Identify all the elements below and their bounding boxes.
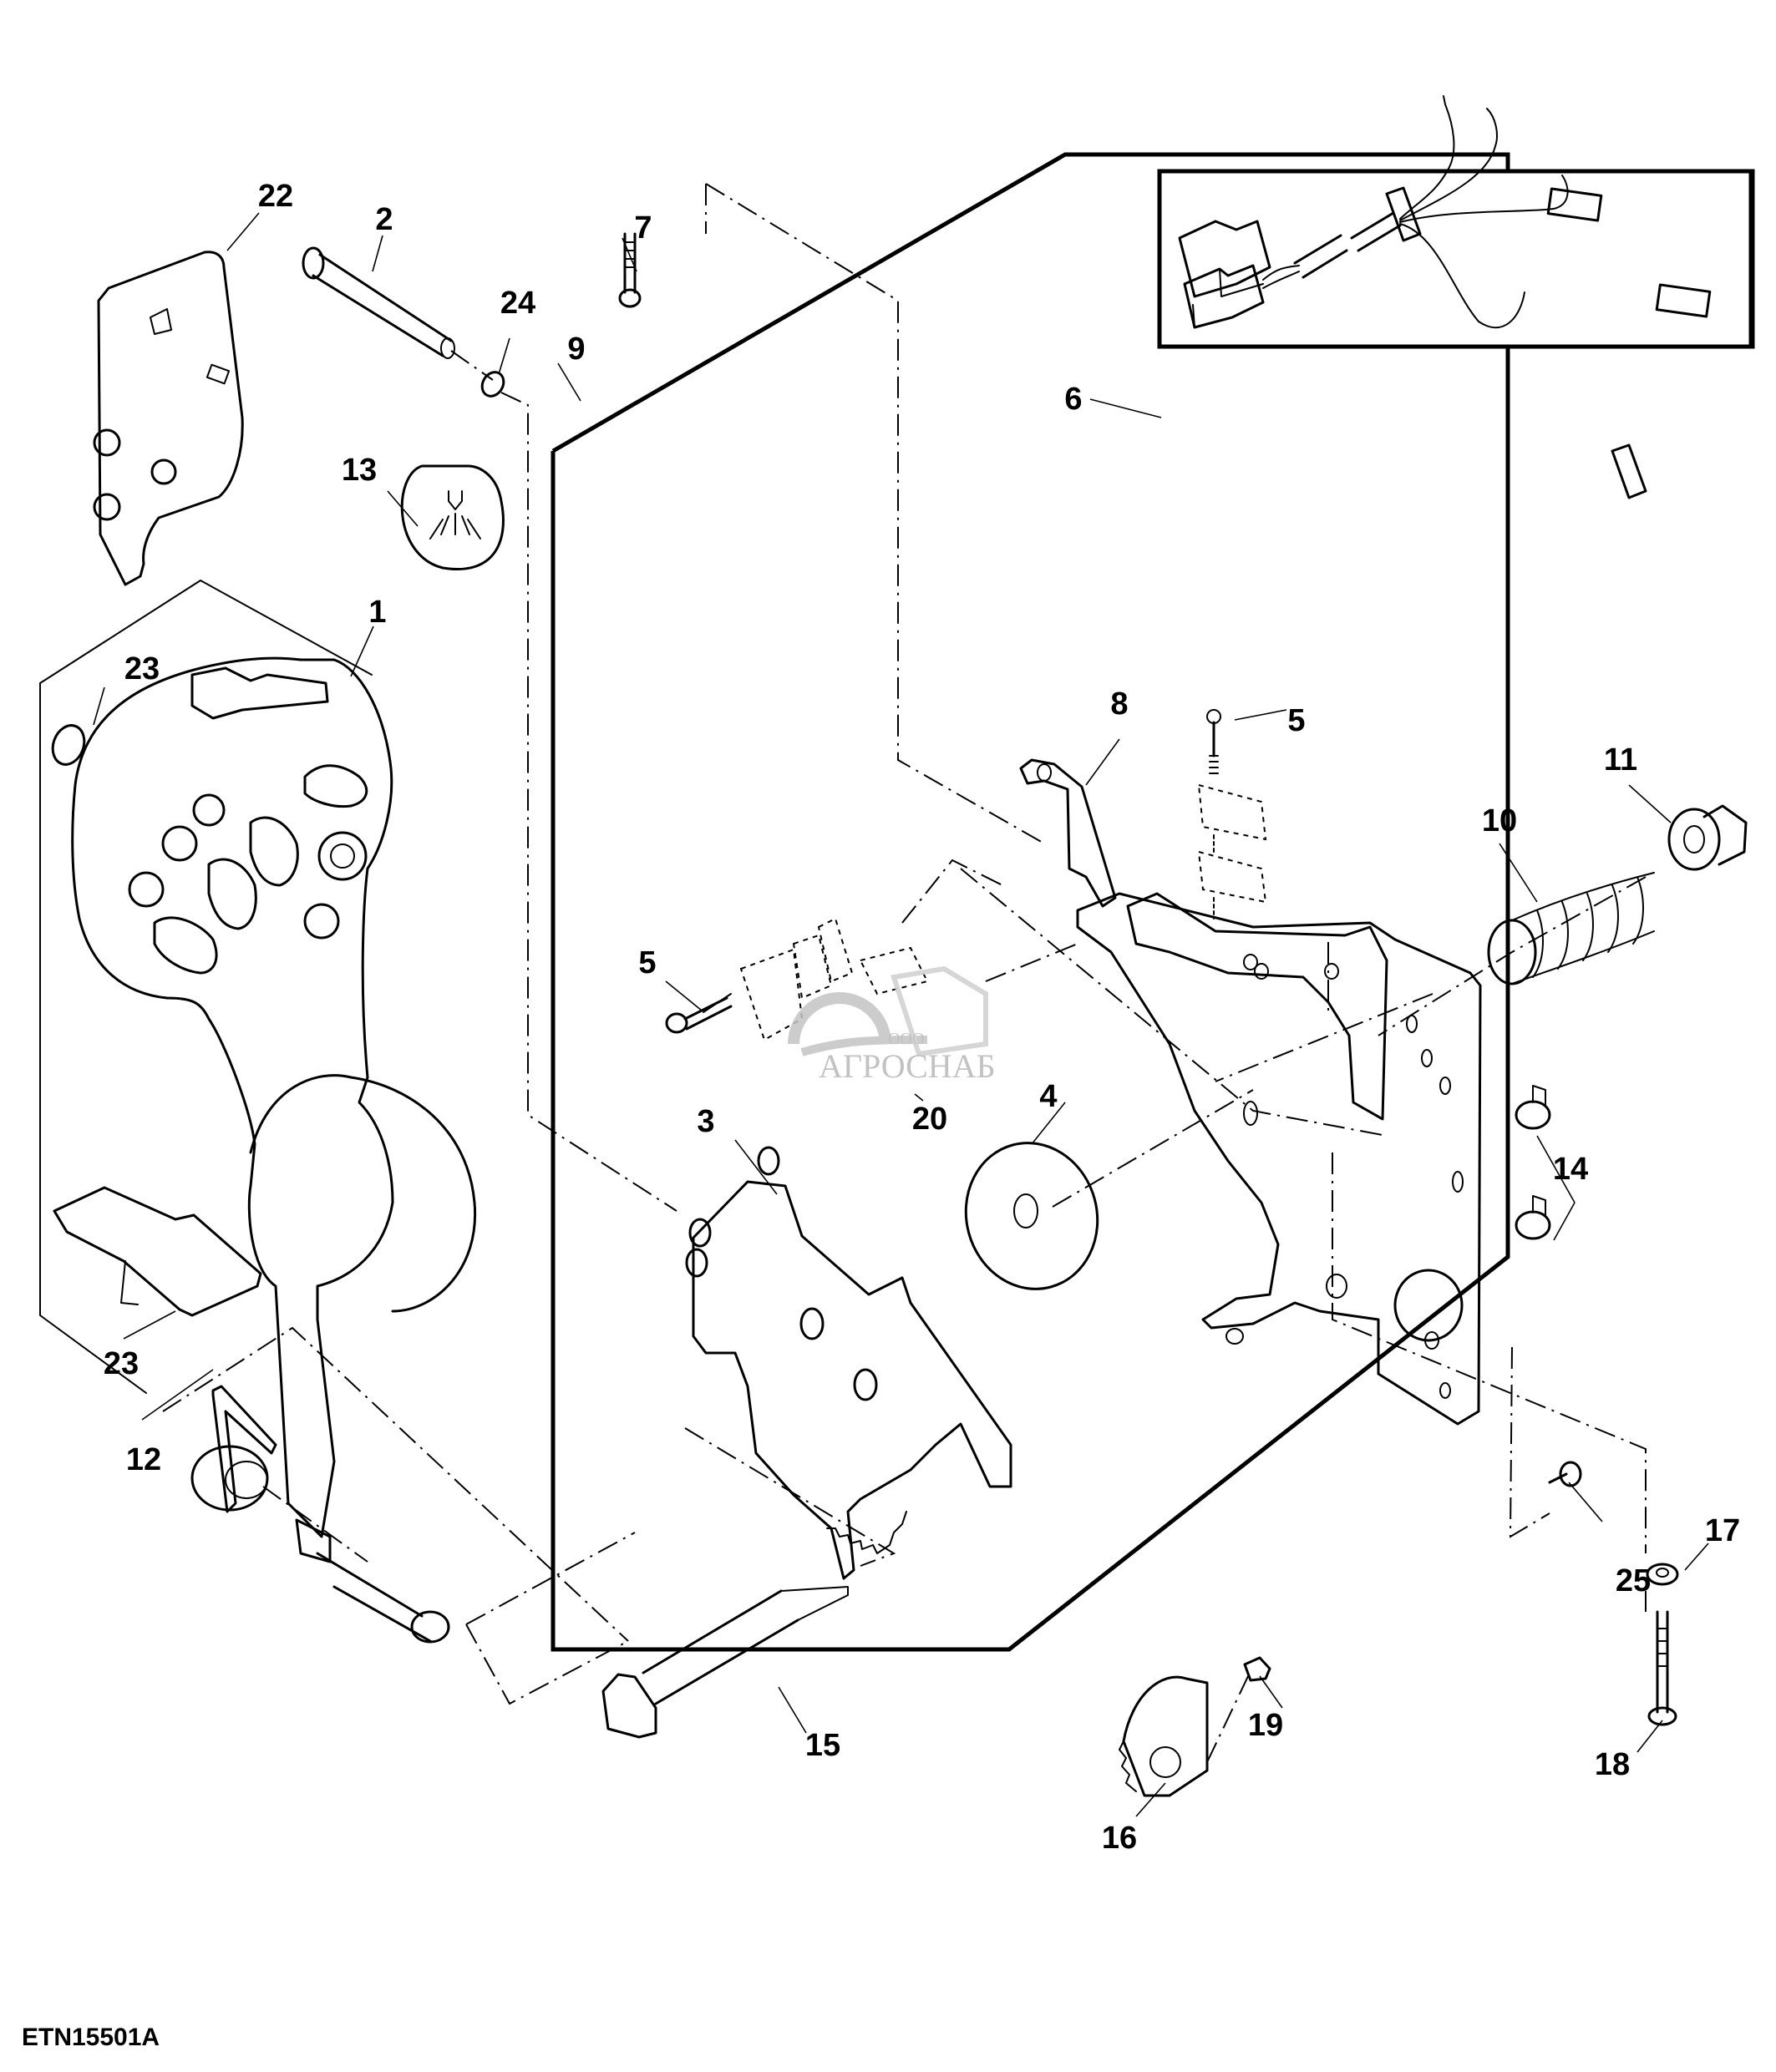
microswitch-3 xyxy=(1655,283,1712,318)
callout-23-label: 23 xyxy=(104,1346,139,1381)
microswitch-set-20 xyxy=(739,859,1003,1041)
compression-spring-10 xyxy=(1487,872,1655,985)
wiring-harness-6 xyxy=(1178,220,1271,298)
hex-bolt-15 xyxy=(601,1586,849,1739)
callouts: 22 2 24 13 1 23 7 9 6 8 5 11 10 5 20 4 1… xyxy=(104,179,1740,1856)
microswitch-2 xyxy=(1546,187,1603,222)
watermark-name: АГРОСНАБ xyxy=(819,1047,996,1085)
callout-5-upper: 5 xyxy=(1287,703,1305,738)
callout-22: 23 xyxy=(124,651,160,686)
cap-screw-5-upper xyxy=(1206,709,1221,774)
leader-lines xyxy=(93,212,1709,1817)
harness-inset-rect xyxy=(1159,171,1751,347)
retainer-clip-22 xyxy=(51,724,86,766)
screw-18 xyxy=(1647,1610,1677,1726)
spacers-dashed xyxy=(1197,783,1267,919)
callout-6: 6 xyxy=(1064,382,1082,417)
callout-5-left: 5 xyxy=(638,945,656,980)
upper-bracket-8 xyxy=(1019,758,1117,908)
watermark: ООО АГРОСНАБ xyxy=(788,965,996,1085)
callout-13: 13 xyxy=(342,453,377,488)
callout-3: 3 xyxy=(697,1104,714,1139)
pivot-pin-2 xyxy=(302,246,455,359)
torsion-spring-12 xyxy=(190,1385,277,1513)
flange-nut-11 xyxy=(1667,804,1748,871)
friction-disc-4 xyxy=(964,1142,1099,1290)
switch-plate-23 xyxy=(53,1186,262,1317)
washer-17 xyxy=(1646,1563,1679,1586)
callout-10: 10 xyxy=(1482,803,1517,838)
callout-9: 9 xyxy=(567,332,585,367)
watermark-prefix: ООО xyxy=(888,1030,924,1048)
mounting-plate xyxy=(1076,892,1482,1426)
callout-14: 14 xyxy=(1553,1152,1588,1187)
callout-24: 24 xyxy=(500,286,535,321)
harness-inset-box-final xyxy=(1157,169,1753,349)
callout-15: 15 xyxy=(805,1728,840,1763)
harness-drawing xyxy=(1183,95,1569,329)
gear-16 xyxy=(1119,1675,1209,1797)
callout-17: 17 xyxy=(1705,1513,1740,1548)
microswitch-4 xyxy=(1611,443,1647,499)
callout-21: 22 xyxy=(258,179,293,214)
callout-12: 12 xyxy=(126,1442,161,1477)
callout-11: 11 xyxy=(1604,742,1637,778)
clip-14-lower xyxy=(1515,1195,1551,1240)
callout-7: 7 xyxy=(634,210,652,246)
callout-25-label: 25 xyxy=(1616,1563,1651,1598)
microswitch-1 xyxy=(1385,186,1422,242)
side-cover-21 xyxy=(93,251,244,586)
callout-4: 4 xyxy=(1039,1079,1057,1114)
assembly-frame-9 xyxy=(551,152,1510,1652)
cap-screw-5-left xyxy=(665,993,733,1034)
callout-8: 8 xyxy=(1110,686,1128,722)
assembly-lines xyxy=(162,183,1647,1763)
callout-20: 20 xyxy=(912,1102,947,1137)
clip-14-upper xyxy=(1515,1085,1551,1130)
callout-16: 16 xyxy=(1102,1821,1137,1856)
callout-19: 19 xyxy=(1248,1708,1283,1743)
callout-1: 1 xyxy=(368,595,386,630)
callout-2: 2 xyxy=(375,202,393,237)
bushing-19 xyxy=(1243,1656,1271,1682)
figure-id: ETN15501A xyxy=(22,2024,160,2051)
gear-bracket-3 xyxy=(685,1146,1012,1580)
callout-18: 18 xyxy=(1595,1747,1630,1782)
screw-25 xyxy=(1548,1461,1582,1487)
joystick-1 xyxy=(39,580,477,1644)
decal-13 xyxy=(400,464,505,570)
